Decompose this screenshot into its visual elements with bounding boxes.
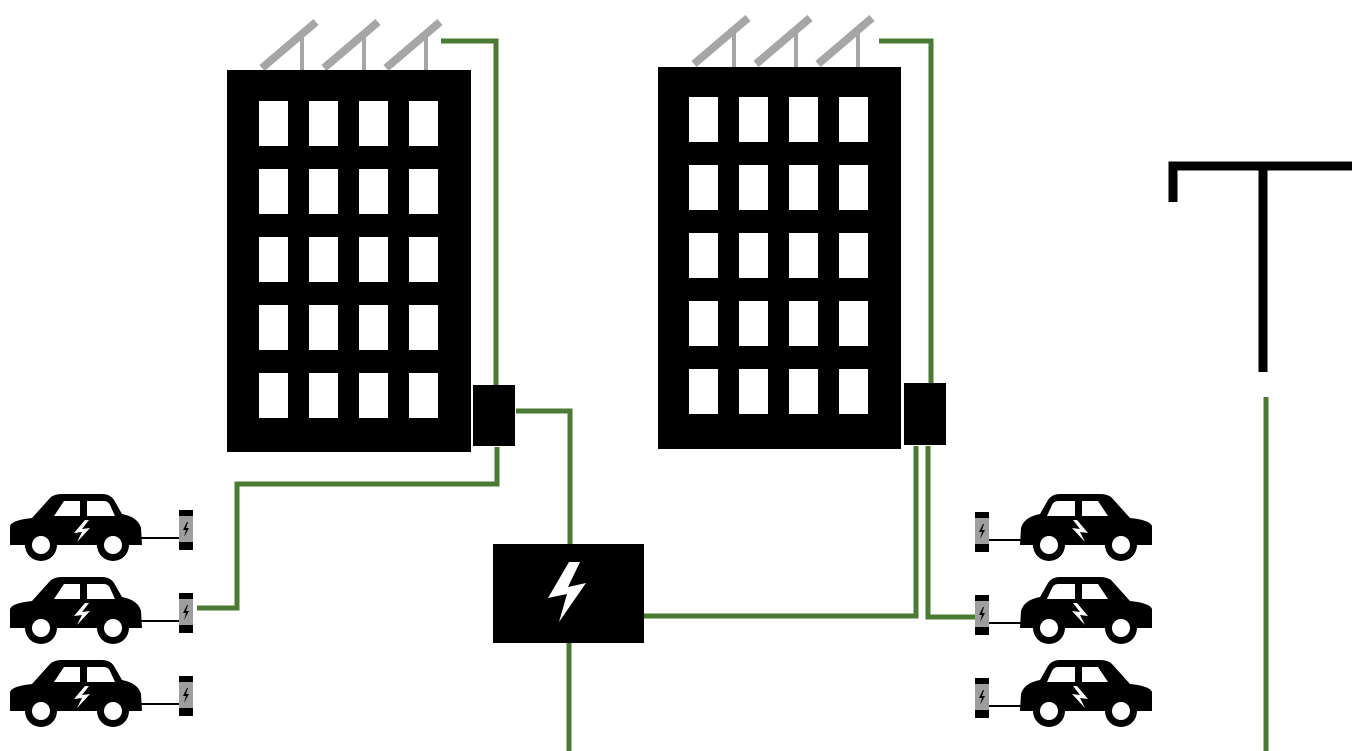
- wire-right-solar: [879, 38, 934, 385]
- window: [409, 305, 438, 350]
- window: [689, 165, 718, 210]
- solar-panel-icon: [259, 18, 319, 72]
- building-left: [227, 70, 471, 452]
- central-hub: [493, 544, 644, 643]
- window: [789, 369, 818, 414]
- window: [739, 369, 768, 414]
- window: [309, 305, 338, 350]
- window: [359, 237, 388, 282]
- window: [309, 373, 338, 418]
- window: [789, 165, 818, 210]
- window: [839, 97, 868, 142]
- ev-charging-unit: [10, 494, 193, 561]
- solar-panels-left: [259, 18, 443, 72]
- window: [839, 233, 868, 278]
- ev-charging-unit: [10, 660, 193, 727]
- electric-car-icon: [10, 577, 142, 644]
- solar-panels-right: [691, 14, 875, 68]
- window: [409, 237, 438, 282]
- window: [259, 169, 288, 214]
- window: [739, 301, 768, 346]
- window: [789, 233, 818, 278]
- window: [839, 369, 868, 414]
- window: [309, 169, 338, 214]
- window: [359, 101, 388, 146]
- solar-panel-icon: [815, 14, 875, 68]
- window: [259, 373, 288, 418]
- wire-left-solar: [441, 38, 499, 388]
- window: [689, 301, 718, 346]
- window: [359, 373, 388, 418]
- solar-panel-icon: [753, 14, 813, 68]
- window: [689, 97, 718, 142]
- wire-hub-right: [643, 446, 919, 619]
- electric-car-icon: [10, 494, 142, 561]
- window: [739, 233, 768, 278]
- solar-panel-icon: [691, 14, 751, 68]
- window: [309, 237, 338, 282]
- window: [259, 101, 288, 146]
- window: [359, 169, 388, 214]
- window: [409, 101, 438, 146]
- window: [359, 305, 388, 350]
- building-right: [658, 67, 901, 449]
- ev-charger-icon: [975, 512, 989, 552]
- building-windows: [689, 97, 868, 414]
- window: [309, 101, 338, 146]
- solar-panel-icon: [321, 18, 381, 72]
- window: [839, 301, 868, 346]
- ev-charging-unit: [975, 494, 1152, 561]
- lightning-bolt-icon: [548, 562, 586, 622]
- utility-pole-icon: [1168, 161, 1352, 372]
- window: [409, 373, 438, 418]
- ev-charger-icon: [179, 593, 193, 633]
- window: [739, 97, 768, 142]
- electric-car-icon: [1020, 577, 1152, 644]
- solar-panel-icon: [383, 18, 443, 72]
- electric-car-icon: [1020, 494, 1152, 561]
- ev-charging-unit: [975, 577, 1152, 644]
- window: [789, 301, 818, 346]
- ev-charger-icon: [975, 595, 989, 635]
- inverter-right: [904, 383, 946, 445]
- window: [689, 369, 718, 414]
- window: [259, 305, 288, 350]
- window: [259, 237, 288, 282]
- window: [689, 233, 718, 278]
- ev-group-left: [10, 494, 193, 727]
- ev-charging-unit: [975, 660, 1152, 727]
- ev-charger-icon: [179, 510, 193, 550]
- electric-car-icon: [1020, 660, 1152, 727]
- ev-charging-unit: [10, 577, 193, 644]
- wire-right-ev: [925, 446, 976, 620]
- ev-charger-icon: [179, 676, 193, 716]
- wire-left-hub: [516, 408, 573, 546]
- wire-left-ev: [197, 447, 500, 611]
- electric-car-icon: [10, 660, 142, 727]
- building-windows: [259, 101, 438, 418]
- wires: [197, 38, 1269, 751]
- window: [409, 169, 438, 214]
- window: [839, 165, 868, 210]
- window: [739, 165, 768, 210]
- window: [789, 97, 818, 142]
- ev-group-right: [975, 494, 1152, 727]
- inverter-left: [473, 385, 515, 446]
- ev-charger-icon: [975, 678, 989, 718]
